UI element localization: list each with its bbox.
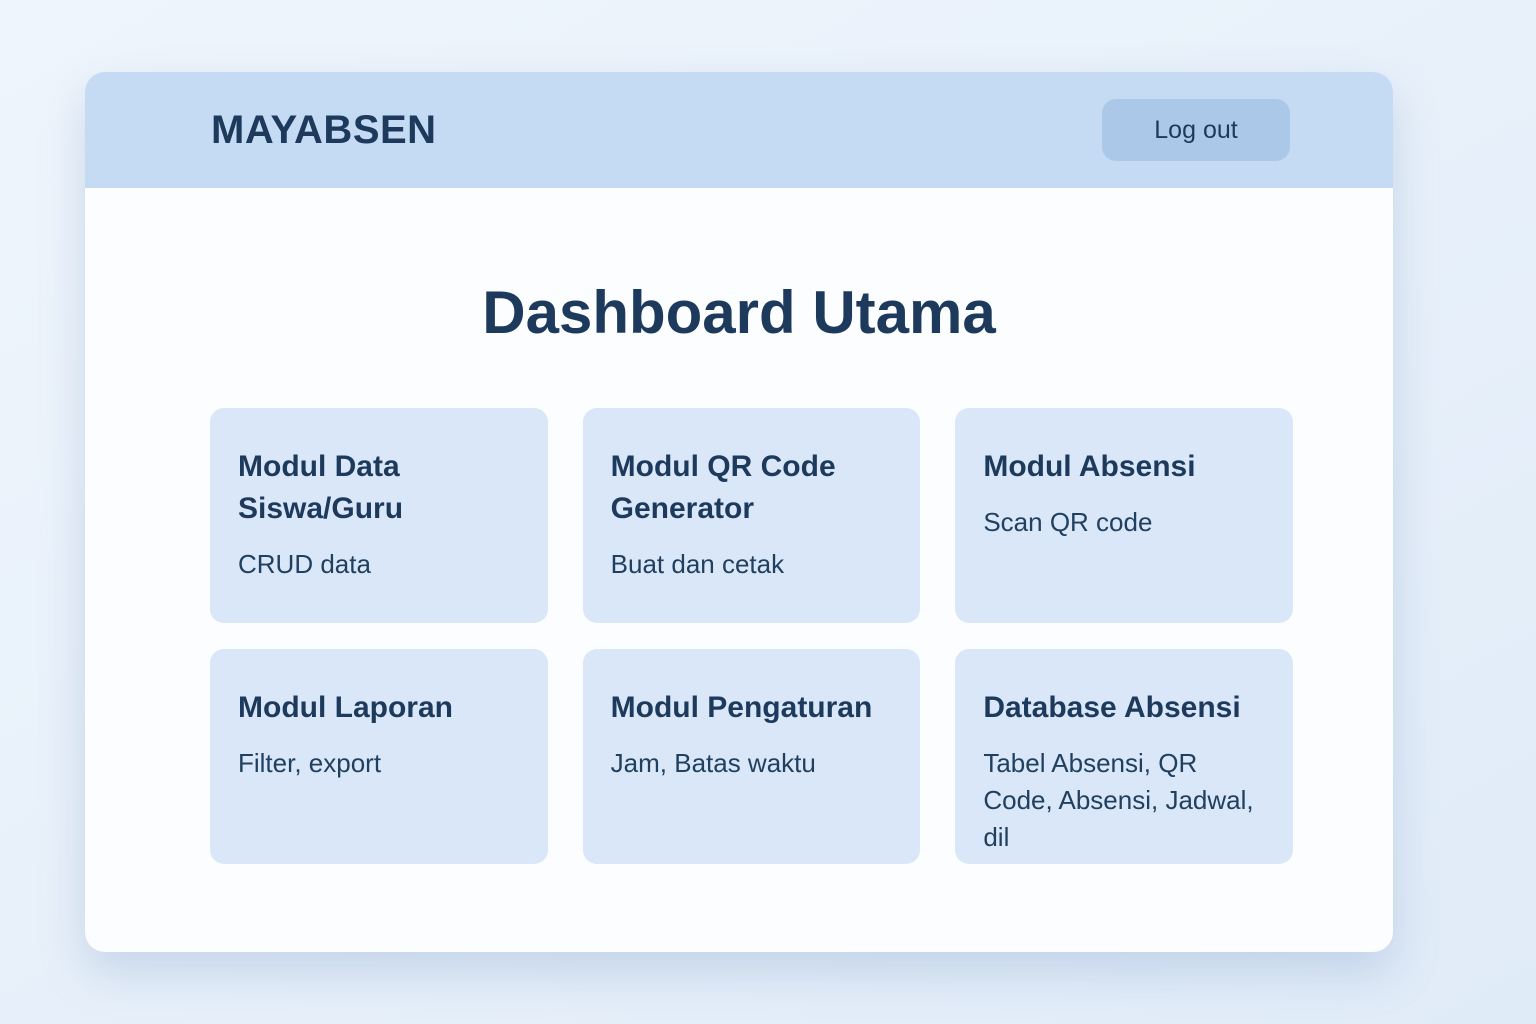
card-subtitle: Buat dan cetak	[610, 549, 785, 579]
card-subtitle: Tabel Absensi, QR Code, Absensi, Jadwal,…	[983, 748, 1254, 852]
card-qr-code-generator[interactable]: Modul QR Code Generator Buat dan cetak	[582, 408, 921, 623]
logout-button[interactable]: Log out	[1102, 99, 1290, 161]
card-title: Modul Laporan	[238, 691, 453, 724]
card-data-siswa-guru[interactable]: Modul Data Siswa/Guru CRUD data	[210, 408, 548, 623]
brand-title: MAYABSEN	[211, 107, 437, 152]
card-pengaturan[interactable]: Modul Pengaturan Jam, Batas waktu	[582, 649, 921, 864]
card-subtitle: CRUD data	[238, 549, 371, 579]
page-title: Dashboard Utama	[482, 279, 996, 346]
card-title: Modul QR Code Generator	[610, 450, 836, 525]
card-title: Modul Absensi	[983, 450, 1196, 483]
modules-grid: Modul Data Siswa/Guru CRUD data Modul QR…	[210, 408, 1293, 864]
app-window: MAYABSEN Log out Dashboard Utama Modul D…	[85, 72, 1393, 952]
card-subtitle: Filter, export	[238, 748, 382, 778]
main-content: Dashboard Utama Modul Data Siswa/Guru CR…	[85, 188, 1393, 952]
card-absensi[interactable]: Modul Absensi Scan QR code	[955, 408, 1293, 623]
app-header: MAYABSEN Log out	[85, 72, 1393, 188]
card-title: Database Absensi	[983, 691, 1241, 724]
card-subtitle: Scan QR code	[983, 507, 1153, 537]
card-title: Modul Pengaturan	[610, 691, 873, 724]
card-laporan[interactable]: Modul Laporan Filter, export	[210, 649, 548, 864]
card-title: Modul Data Siswa/Guru	[238, 450, 404, 525]
card-subtitle: Jam, Batas waktu	[610, 748, 816, 778]
card-database-absensi[interactable]: Database Absensi Tabel Absensi, QR Code,…	[955, 649, 1293, 864]
